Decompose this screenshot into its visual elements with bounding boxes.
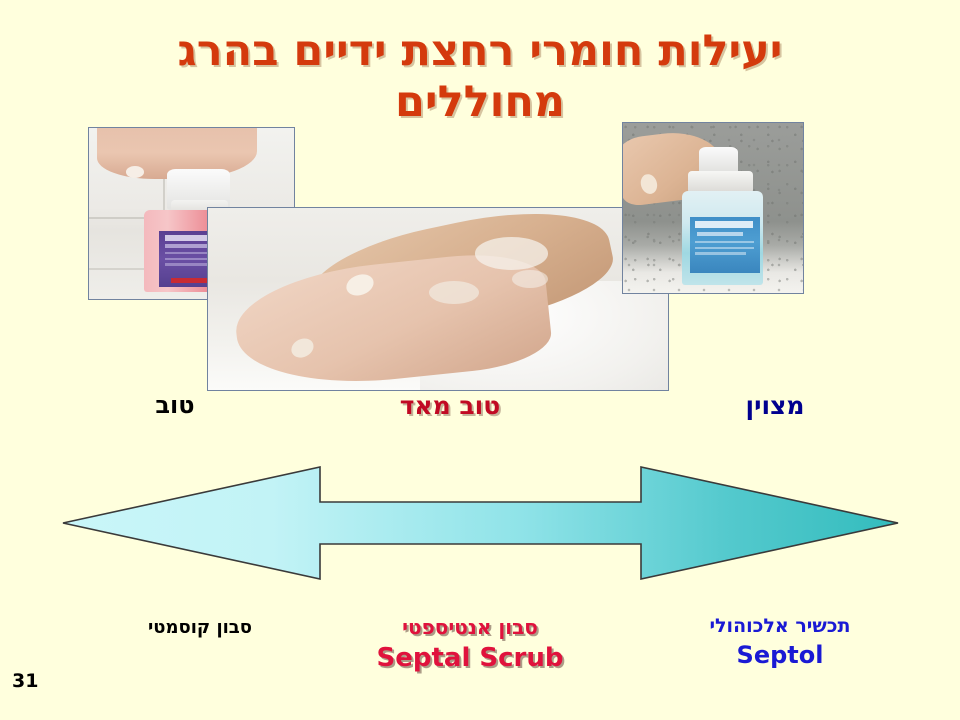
page-title: יעילות חומרי רחצת ידיים בהרג מחוללים (177, 26, 783, 127)
label-red-bar (171, 278, 225, 283)
fingernail (125, 165, 145, 178)
bottle-collar (687, 170, 753, 195)
caption-right-line1: תכשיר אלכוהולי (709, 615, 851, 637)
caption-mid-line1: סבון אנטיספטי (402, 615, 538, 639)
photo-left-content (89, 128, 294, 299)
slide-number: 31 (12, 670, 39, 692)
caption-left-line1: סבון קוסמטי (147, 617, 253, 638)
soap-suds (511, 269, 549, 289)
rating-label-excellent: מצוין (745, 391, 805, 420)
soap-suds (474, 237, 549, 270)
caption-right-line2: Septol (736, 641, 824, 669)
photo-right-content (623, 123, 803, 293)
caption-antiseptic-soap: סבון אנטיספטי Septal Scrub (345, 615, 595, 673)
caption-cosmetic-soap: סבון קוסמטי (75, 617, 325, 638)
caption-alcohol-rub: תכשיר אלכוהולי Septol (655, 615, 905, 669)
arrow-shape (62, 466, 899, 580)
effectiveness-double-arrow (62, 466, 899, 580)
photo-pink-cosmetic-soap-dispenser (88, 127, 295, 300)
tile-grout-vertical (162, 128, 165, 235)
rating-label-very-good: טוב מאד (399, 391, 501, 420)
rating-label-good: טוב (155, 391, 195, 419)
photo-center-content (208, 208, 668, 390)
caption-mid-line2: Septal Scrub (376, 643, 564, 673)
photo-hands-washing-over-sink (207, 207, 669, 391)
soap-suds (428, 280, 480, 305)
bottle-label (689, 216, 760, 273)
photo-septol-alcohol-dispenser (622, 122, 804, 294)
